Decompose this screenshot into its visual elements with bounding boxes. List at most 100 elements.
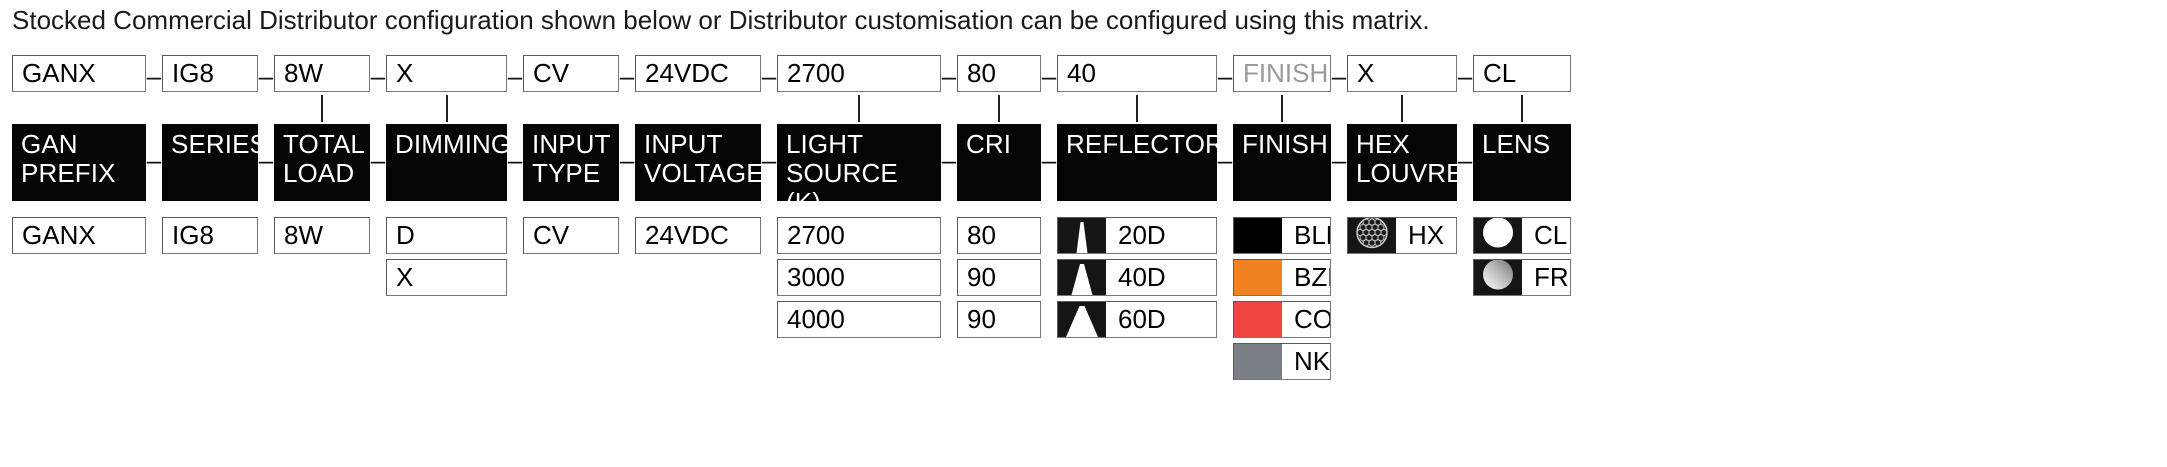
option-finish-cop[interactable]: COP [1233,301,1331,338]
separator-dash-top: – [146,61,162,91]
option-label: 24VDC [645,220,729,250]
code-box-series[interactable]: IG8 [162,55,258,92]
connector-line-cri [957,92,1041,124]
separator-dash-header: – [507,145,523,175]
option-label: 8W [284,220,323,250]
option-series-ig8[interactable]: IG8 [162,217,258,254]
separator-dash-top: – [619,61,635,91]
separator-dash-top: – [370,61,386,91]
option-total_load-8w[interactable]: 8W [274,217,370,254]
option-label: 4000 [787,304,845,334]
option-label: GANX [22,220,96,250]
bronze-swatch-icon [1234,260,1282,295]
matrix-column-total_load: 8W TOTAL LOAD 8W [274,55,370,259]
code-box-input_type[interactable]: CV [523,55,619,92]
header-finish: FINISH [1233,124,1331,201]
header-options-gap [274,201,370,217]
header-options-gap [523,201,619,217]
connector-line-reflector [1057,92,1217,124]
option-reflector-20d[interactable]: 20D [1057,217,1217,254]
option-light-source-2700[interactable]: 2700 [777,217,941,254]
separator-dash-top: – [258,61,274,91]
option-input_voltage-24vdc[interactable]: 24VDC [635,217,761,254]
connector-line-light-source [777,92,941,124]
code-box-finish[interactable]: FINISH [1233,55,1331,92]
option-finish-bze[interactable]: BZE [1233,259,1331,296]
nickel-swatch-icon [1234,344,1282,379]
option-lens-fr[interactable]: FR [1473,259,1571,296]
code-box-light-source[interactable]: 2700 [777,55,941,92]
separator-dash-top: – [1217,61,1233,91]
separator-dash-header: – [1331,145,1347,175]
separator-dash-header: – [1457,145,1473,175]
option-light-source-3000[interactable]: 3000 [777,259,941,296]
header-options-gap [957,201,1041,217]
separator-dash-top: – [507,61,523,91]
header-input_voltage: INPUT VOLTAGE [635,124,764,201]
option-label: 60D [1118,304,1166,334]
separator-dash-header: – [258,145,274,175]
option-light-source-4000[interactable]: 4000 [777,301,941,338]
option-dimming-d[interactable]: D [386,217,507,254]
option-label: COP [1294,304,1331,334]
option-input_type-cv[interactable]: CV [523,217,619,254]
connector-line-input_voltage [635,92,761,124]
option-dimming-x[interactable]: X [386,259,507,296]
header-options-gap [12,201,146,217]
option-label: 90 [967,262,996,292]
option-label: BZE [1294,262,1330,292]
option-cri-90[interactable]: 90 [957,301,1041,338]
option-cri-80[interactable]: 80 [957,217,1041,254]
header-options-gap [1473,201,1571,217]
code-box-input_voltage[interactable]: 24VDC [635,55,761,92]
option-label: FR [1534,262,1569,292]
option-reflector-40d[interactable]: 40D [1057,259,1217,296]
option-label: NKL [1294,346,1331,376]
option-label: X [396,262,414,292]
beam-40-icon [1058,260,1106,295]
option-finish-nkl[interactable]: NKL [1233,343,1331,380]
black-swatch-icon [1234,218,1282,253]
connector-line-series [162,92,258,124]
code-box-reflector[interactable]: 40 [1057,55,1217,92]
code-box-lens[interactable]: CL [1473,55,1571,92]
beam-60-icon [1058,302,1106,337]
header-options-gap [1233,201,1331,217]
code-box-total_load[interactable]: 8W [274,55,370,92]
option-gan_prefix-ganx[interactable]: GANX [12,217,146,254]
page-intro-text: Stocked Commercial Distributor configura… [12,5,1430,35]
honeycomb-icon [1348,218,1396,253]
header-dimming: DIMMING [386,124,511,201]
option-finish-blk[interactable]: BLK [1233,217,1331,254]
connector-line-hex_louvre [1347,92,1457,124]
header-series: SERIES [162,124,267,201]
option-lens-cl[interactable]: CL [1473,217,1571,254]
connector-line-lens [1473,92,1571,124]
option-label: 20D [1118,220,1166,250]
code-box-hex_louvre[interactable]: X [1347,55,1457,92]
option-reflector-60d[interactable]: 60D [1057,301,1217,338]
option-hex_louvre-hx[interactable]: HX [1347,217,1457,254]
option-cri-90[interactable]: 90 [957,259,1041,296]
code-box-cri[interactable]: 80 [957,55,1041,92]
code-box-gan_prefix[interactable]: GANX [12,55,146,92]
header-options-gap [1057,201,1217,217]
matrix-column-finish: FINISH FINISH BLK BZE COP NKL [1233,55,1331,385]
separator-dash-top: – [1041,61,1057,91]
separator-dash-top: – [941,61,957,91]
clear-lens-icon [1474,218,1522,253]
connector-line-input_type [523,92,619,124]
header-lens: LENS [1473,124,1571,201]
matrix-column-input_voltage: 24VDC INPUT VOLTAGE 24VDC [635,55,764,259]
code-box-dimming[interactable]: X [386,55,507,92]
beam-20-icon [1058,218,1106,253]
option-label: 2700 [787,220,845,250]
header-total_load: TOTAL LOAD [274,124,370,201]
